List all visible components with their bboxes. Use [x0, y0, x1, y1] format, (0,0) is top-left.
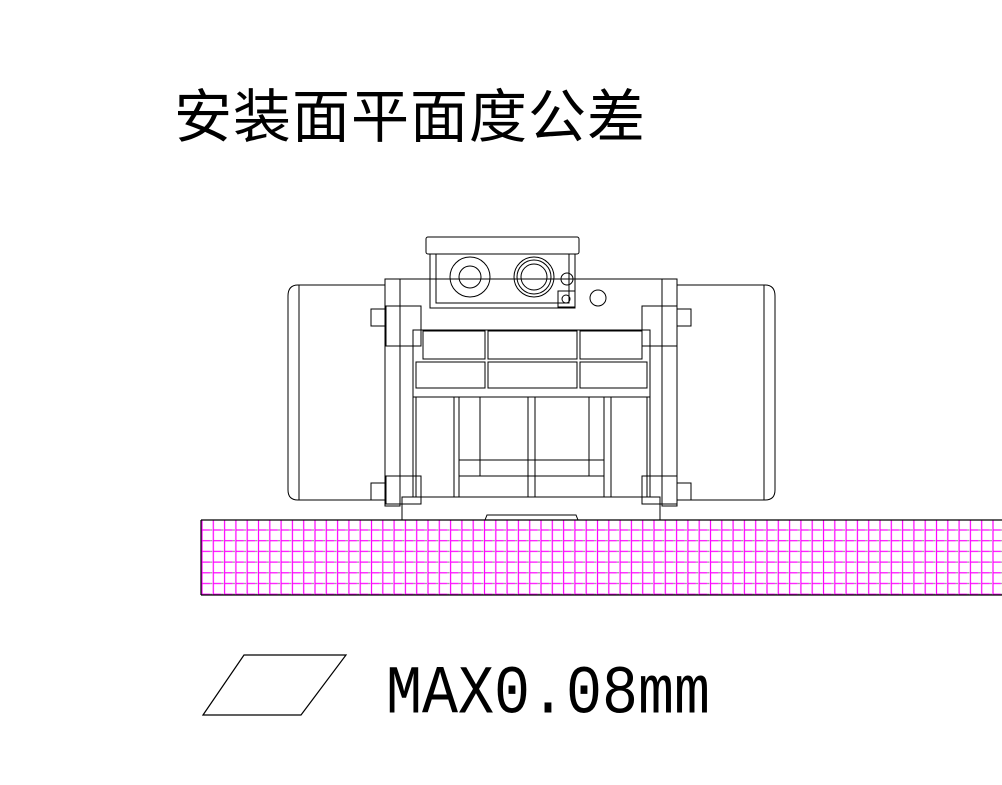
ground-screw	[560, 272, 574, 286]
left-end-cover	[287, 284, 385, 501]
flatness-tolerance-value: MAX0.08mm	[386, 656, 711, 735]
drawing-title: 安装面平面度公差	[174, 83, 647, 151]
motor-base	[401, 496, 661, 521]
cable-gland-left	[449, 256, 491, 298]
cable-gland-right	[513, 256, 555, 298]
flatness-parallelogram-icon	[201, 654, 348, 716]
vibration-motor-drawing	[287, 236, 776, 521]
right-end-cover	[677, 284, 776, 501]
mounting-surface	[200, 519, 1002, 596]
terminal-box-cover	[425, 236, 580, 255]
